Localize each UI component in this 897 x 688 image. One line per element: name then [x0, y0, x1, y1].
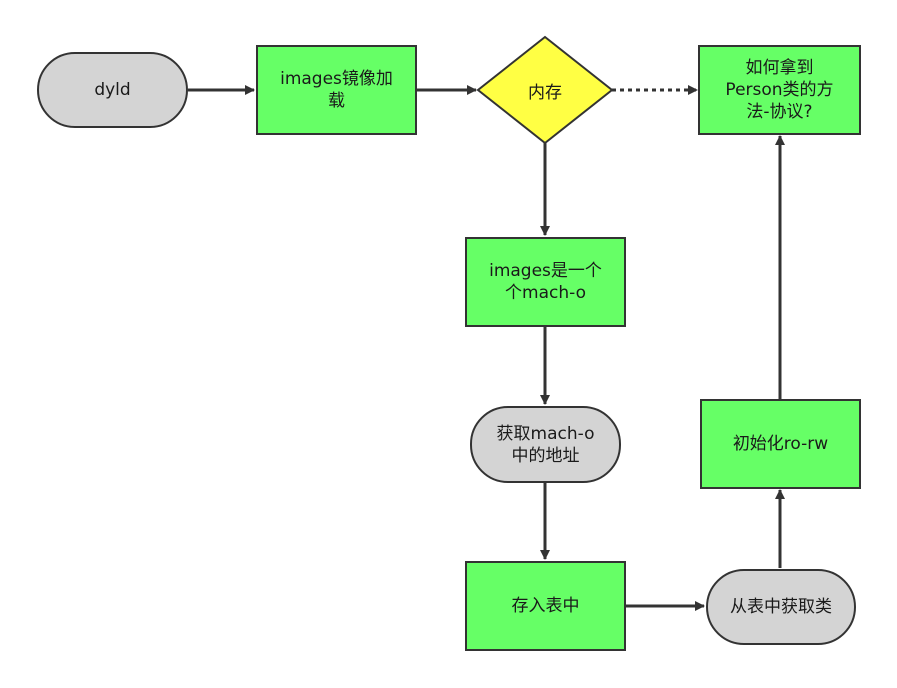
node-question: 如何拿到 Person类的方 法-协议?	[698, 45, 861, 135]
node-images-load: images镜像加 载	[256, 45, 417, 135]
node-get-address: 获取mach-o 中的地址	[470, 406, 621, 483]
node-get-class: 从表中获取类	[706, 569, 856, 645]
node-images-macho: images是一个 个mach-o	[465, 237, 626, 327]
node-init-rorw: 初始化ro-rw	[700, 399, 861, 489]
node-dyld: dyld	[37, 52, 188, 128]
node-store-table: 存入表中	[465, 561, 626, 651]
node-memory-label: 内存	[528, 82, 562, 103]
